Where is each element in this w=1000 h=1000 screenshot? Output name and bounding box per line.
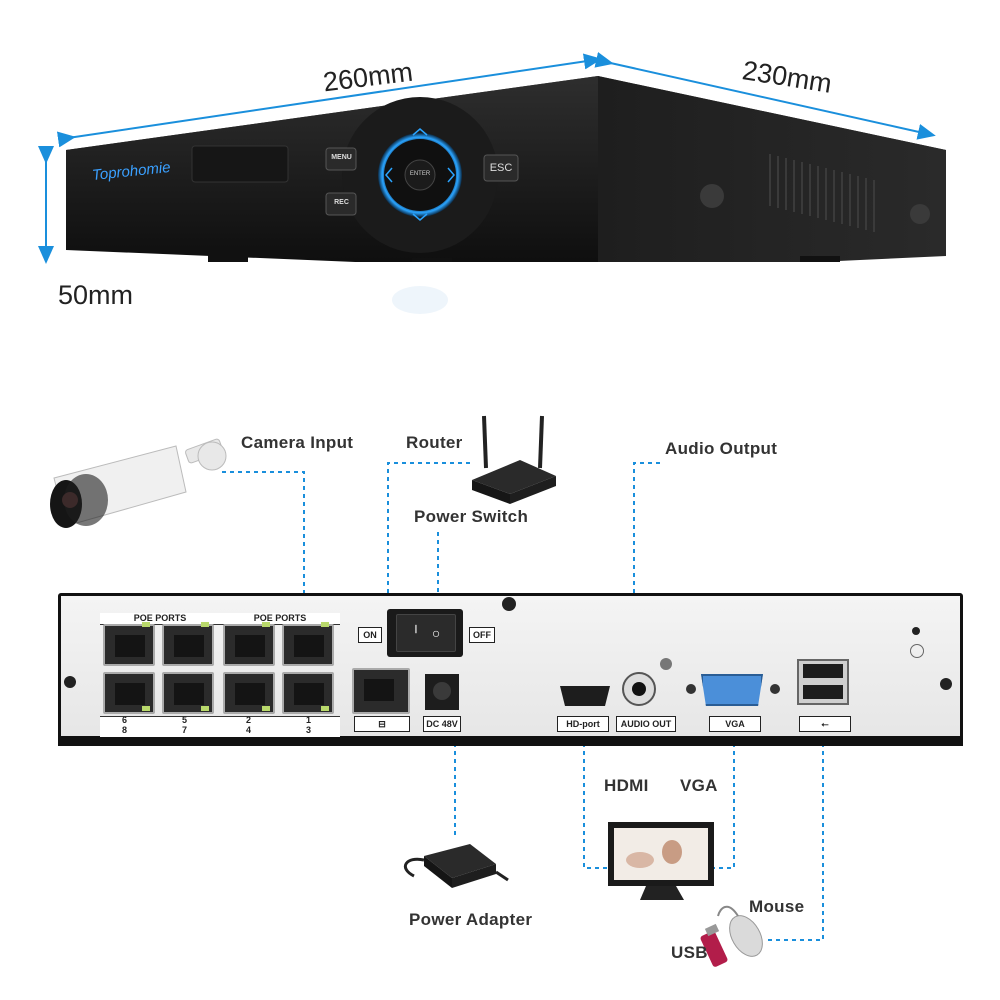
camera-connector-line [222, 471, 305, 593]
camera-icon [50, 438, 227, 528]
audio-jack-hole [632, 682, 646, 696]
lan-port[interactable] [352, 668, 410, 714]
port-led [321, 706, 329, 711]
usb-symbol-icon: ⭠ [799, 716, 851, 732]
off-label: OFF [469, 627, 495, 643]
router-icon [472, 415, 556, 504]
nvr-front-illustration [38, 52, 946, 352]
screw-right [940, 678, 952, 690]
power-adapter-icon [403, 844, 509, 888]
poe-ports-header-left: POE PORTS [100, 613, 220, 625]
poe-port[interactable] [282, 624, 334, 666]
port-led [262, 706, 270, 711]
port-led [201, 706, 209, 711]
monitor-icon [608, 822, 714, 900]
usb-port[interactable] [803, 685, 843, 699]
network-icon: ⊟ [354, 716, 410, 732]
enter-button: ENTER [409, 171, 431, 177]
port-led [321, 622, 329, 627]
dc-jack-hole [433, 682, 451, 700]
screw-small [912, 627, 920, 635]
rear-panel-base [58, 736, 963, 746]
screw-top [502, 597, 516, 611]
power-switch-label: Power Switch [414, 507, 529, 526]
usb-port[interactable] [803, 664, 843, 678]
usb-label: USB [671, 943, 708, 962]
vga-screw [770, 684, 780, 694]
connection-diagram [50, 415, 824, 967]
vga-port-label: VGA [709, 716, 761, 732]
camera-input-label: Camera Input [241, 433, 354, 452]
poe-port[interactable] [103, 624, 155, 666]
port-number: 3 [306, 725, 312, 735]
poe-ports-header-right: POE PORTS [220, 613, 340, 625]
on-label: ON [358, 627, 382, 643]
port-led [201, 622, 209, 627]
port-number-strip [100, 716, 340, 737]
audio-out-label: AUDIO OUT [616, 716, 676, 732]
poe-port[interactable] [162, 672, 214, 714]
router-connector-line [387, 462, 470, 593]
mouse-label: Mouse [749, 897, 805, 916]
hdmi-port[interactable] [560, 686, 610, 706]
audio-screw [660, 658, 672, 670]
poe-port[interactable] [223, 624, 275, 666]
vga-label: VGA [680, 776, 718, 795]
vga-connector-line [712, 743, 735, 869]
power-adapter-label: Power Adapter [409, 910, 533, 929]
width-dimension-arrow [56, 53, 602, 148]
hd-port-label: HD-port [557, 716, 609, 732]
port-led [262, 622, 270, 627]
audio-output-label: Audio Output [665, 439, 778, 458]
power-switch-rocker[interactable]: ╵ ○ [396, 614, 456, 652]
vga-port[interactable] [701, 674, 763, 706]
usb-mouse-icon [700, 905, 763, 967]
port-number: 6 [122, 715, 128, 725]
port-number: 7 [182, 725, 188, 735]
usb-connector-line [768, 743, 824, 941]
vga-screw [686, 684, 696, 694]
screw-left [64, 676, 76, 688]
poe-port[interactable] [103, 672, 155, 714]
router-label: Router [406, 433, 463, 452]
port-number: 8 [122, 725, 128, 735]
ground-icon [910, 644, 924, 658]
dc-48v-label: DC 48V [423, 716, 461, 732]
port-number: 1 [306, 715, 312, 725]
hdmi-label: HDMI [604, 776, 649, 795]
poe-port[interactable] [162, 624, 214, 666]
rec-button: REC [334, 199, 349, 206]
port-led [142, 622, 150, 627]
port-number: 2 [246, 715, 252, 725]
audio-out-jack[interactable] [622, 672, 656, 706]
menu-button: MENU [331, 154, 352, 161]
port-led [142, 706, 150, 711]
depth-dimension-arrow [594, 52, 936, 140]
port-number: 5 [182, 715, 188, 725]
audio-connector-line [633, 462, 660, 593]
esc-button: ESC [489, 162, 513, 174]
poe-port[interactable] [223, 672, 275, 714]
hdmi-connector-line [583, 743, 608, 869]
height-dimension-label: 50mm [58, 280, 134, 310]
port-number: 4 [246, 725, 252, 735]
